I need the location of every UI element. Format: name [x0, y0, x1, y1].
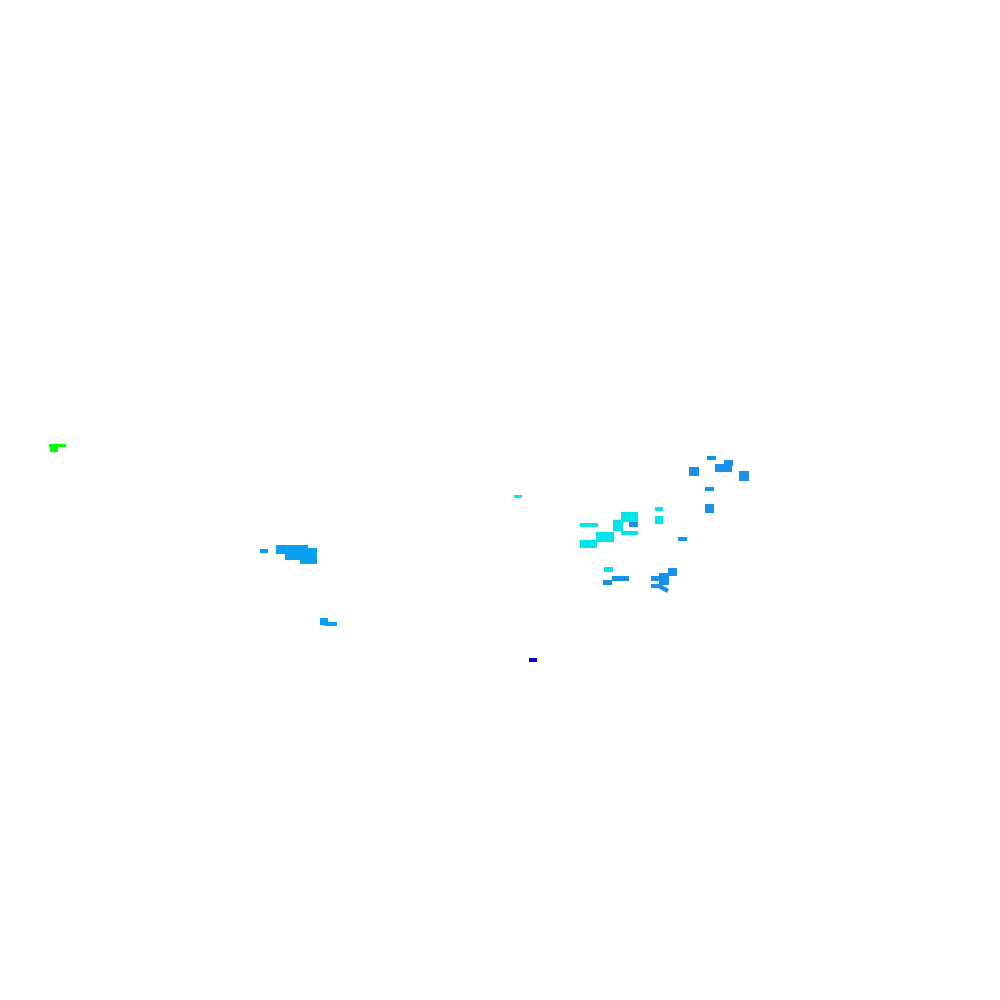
patch-blue-east-part [715, 464, 732, 472]
patch-cyan-east-part [613, 520, 623, 531]
patch-blue-east-part [651, 576, 660, 581]
patch-blue-east-part [629, 522, 638, 527]
patch-darkblue-south [529, 658, 537, 662]
patch-blue-east-part [659, 573, 669, 585]
patch-cyan-east-part [580, 523, 598, 527]
patch-cyan-east-part [604, 567, 613, 572]
patch-lightblue-central [260, 545, 317, 564]
patch-cyan-east-part [580, 540, 597, 548]
patch-lightblue-central-part [300, 555, 317, 564]
patch-blue-east-part [658, 584, 669, 593]
patch-green-west-part [49, 444, 66, 447]
patch-blue-east-part [705, 487, 714, 491]
patch-green-west [49, 444, 66, 452]
patch-blue-east-part [739, 471, 749, 481]
patch-lightblue-southwest [320, 618, 337, 626]
patch-lightblue-southwest-part [324, 622, 337, 626]
patch-blue-east-part [612, 576, 629, 581]
patch-blue-east-part [651, 584, 660, 588]
patch-blue-east-part [705, 504, 714, 513]
patch-blue-east-part [689, 467, 699, 476]
patch-blue-east-part [678, 537, 687, 541]
patch-green-west-part [50, 446, 58, 452]
patch-lightblue-central-part [260, 549, 268, 553]
patch-blue-east-part [724, 460, 733, 466]
patch-cyan-east-part [655, 516, 663, 524]
patch-cyan-east-part [655, 507, 663, 511]
patch-blue-east [603, 456, 749, 593]
patch-darkblue-south-part [529, 658, 537, 662]
patch-cyan-east-part [514, 495, 522, 498]
patch-cyan-east [514, 495, 663, 572]
patch-lightblue-southwest-part [320, 618, 328, 625]
patch-cyan-east-part [596, 532, 614, 542]
patch-cyan-east-part [621, 531, 638, 535]
patch-blue-east-part [707, 456, 716, 460]
patch-blue-east-part [668, 568, 677, 576]
patch-cyan-east-part [621, 512, 638, 522]
patch-blue-east-part [603, 580, 612, 585]
